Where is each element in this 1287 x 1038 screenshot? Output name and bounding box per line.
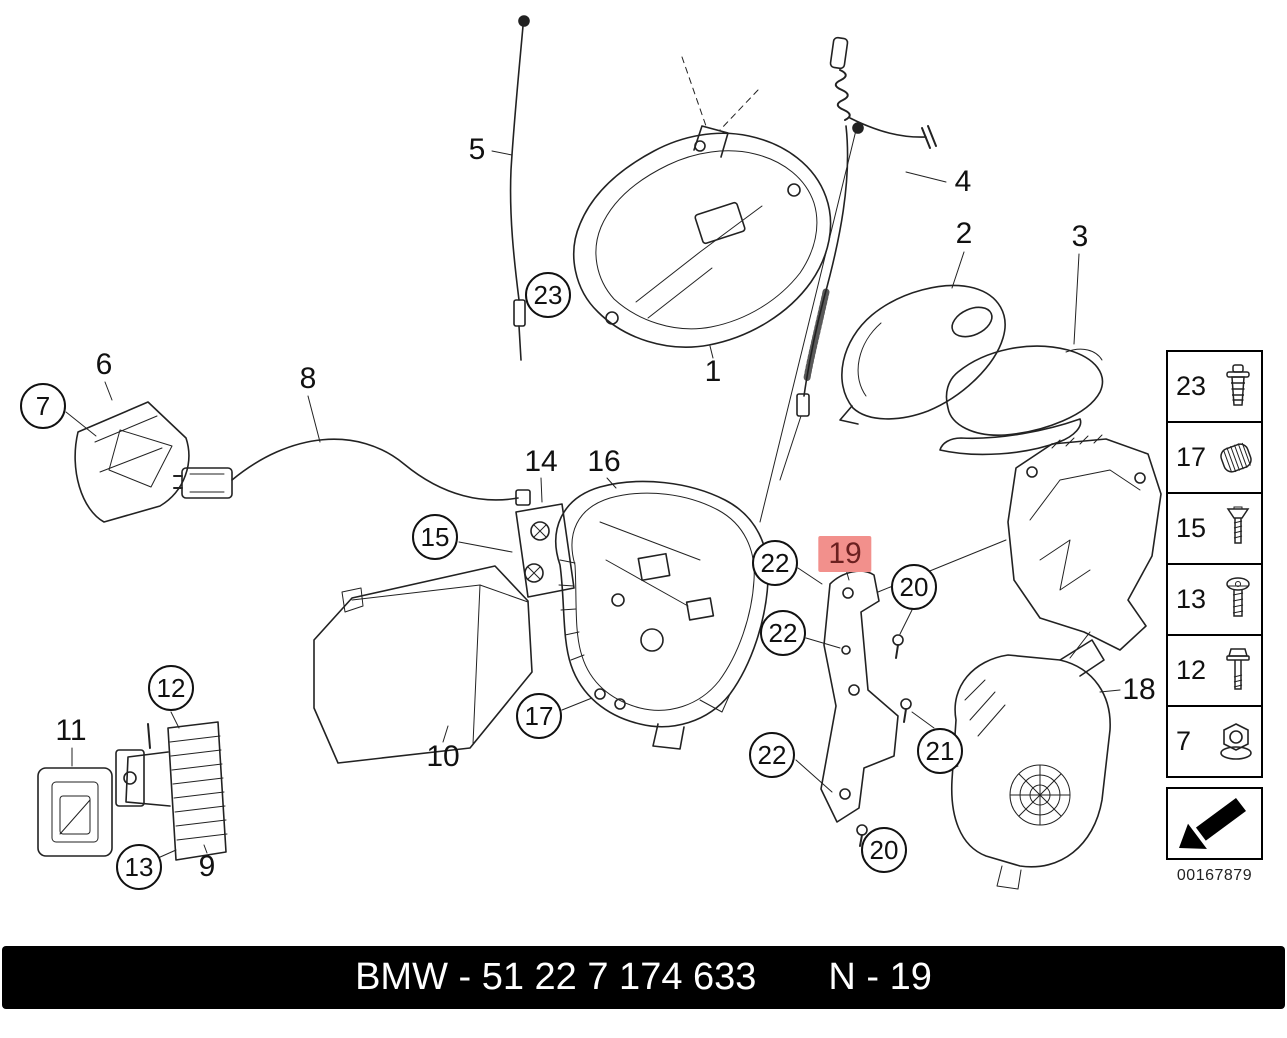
bolt-icon <box>1220 647 1256 695</box>
callout-16[interactable]: 16 <box>587 445 621 478</box>
part-9-door-check <box>115 711 228 861</box>
callout-22[interactable]: 22 <box>749 732 795 778</box>
fastener-row-23[interactable]: 23 <box>1166 350 1263 423</box>
callout-2[interactable]: 2 <box>955 217 973 250</box>
fasteners-table: 23 17 15 13 12 7 <box>1166 350 1263 778</box>
callout-5[interactable]: 5 <box>468 133 486 166</box>
flange-nut-icon <box>1216 720 1256 764</box>
diagram-number: 00167879 <box>1176 867 1253 884</box>
pan-screw-icon <box>1220 576 1256 624</box>
callout-9[interactable]: 9 <box>198 850 216 883</box>
grommet-icon <box>1216 434 1256 482</box>
fastener-row-13[interactable]: 13 <box>1166 563 1263 636</box>
callout-22[interactable]: 22 <box>760 610 806 656</box>
construction-lines <box>681 56 1007 593</box>
part-3-outer-handle <box>939 253 1104 456</box>
part-19-bracket <box>820 565 899 823</box>
part-1-handle-carrier <box>573 125 832 359</box>
callout-14[interactable]: 14 <box>524 445 558 478</box>
callout-23[interactable]: 23 <box>525 272 571 318</box>
fastener-number: 23 <box>1176 371 1207 401</box>
callout-10[interactable]: 10 <box>426 740 460 773</box>
callout-6[interactable]: 6 <box>95 348 113 381</box>
callout-8[interactable]: 8 <box>299 362 317 395</box>
callout-7[interactable]: 7 <box>20 383 66 429</box>
direction-arrow-box <box>1166 787 1263 860</box>
callout-3[interactable]: 3 <box>1071 220 1089 253</box>
callout-17[interactable]: 17 <box>516 693 562 739</box>
part-6-cover <box>65 381 190 523</box>
callout-4[interactable]: 4 <box>954 165 972 198</box>
footer-part-bar: BMW - 51 22 7 174 633 N - 19 <box>2 946 1285 1009</box>
fastener-row-17[interactable]: 17 <box>1166 421 1263 494</box>
callout-22[interactable]: 22 <box>752 540 798 586</box>
part-4-bowden-cable <box>779 36 947 481</box>
small-fasteners <box>795 567 935 847</box>
callout-11[interactable]: 11 <box>55 714 87 747</box>
part-16-lock-carrier <box>555 477 769 750</box>
fastener-number: 13 <box>1176 584 1207 614</box>
footer-reference: N - 19 <box>828 956 932 998</box>
callout-20[interactable]: 20 <box>861 827 907 873</box>
direction-arrow-icon <box>1178 797 1246 852</box>
part-14-plate <box>458 477 575 598</box>
expanding-clip-icon <box>1220 363 1256 411</box>
countersunk-screw-icon <box>1220 505 1256 553</box>
fasteners-sidebar: 23 17 15 13 12 7 00167879 <box>1166 350 1263 885</box>
part-8-cable-with-connector <box>173 395 531 506</box>
fastener-number: 12 <box>1176 655 1207 685</box>
footer-part-number: BMW - 51 22 7 174 633 <box>355 956 757 998</box>
part-11-bracket-frame <box>37 747 113 857</box>
callout-18[interactable]: 18 <box>1122 673 1156 706</box>
callout-1[interactable]: 1 <box>704 355 722 388</box>
fastener-number: 7 <box>1176 726 1192 756</box>
callout-19-highlighted[interactable]: 19 <box>818 536 872 572</box>
part-2-handle-gasket <box>839 251 1006 425</box>
part-18-lock-actuator <box>937 434 1162 890</box>
fastener-number: 17 <box>1176 442 1207 472</box>
part-10-acoustic-foam <box>313 565 533 764</box>
part-5-rod <box>491 15 530 361</box>
fastener-row-7[interactable]: 7 <box>1166 705 1263 778</box>
callout-15[interactable]: 15 <box>412 514 458 560</box>
callout-12[interactable]: 12 <box>148 665 194 711</box>
fastener-row-15[interactable]: 15 <box>1166 492 1263 565</box>
callout-20[interactable]: 20 <box>891 564 937 610</box>
fastener-row-12[interactable]: 12 <box>1166 634 1263 707</box>
fastener-number: 15 <box>1176 513 1207 543</box>
callout-13[interactable]: 13 <box>116 844 162 890</box>
callout-21[interactable]: 21 <box>917 728 963 774</box>
